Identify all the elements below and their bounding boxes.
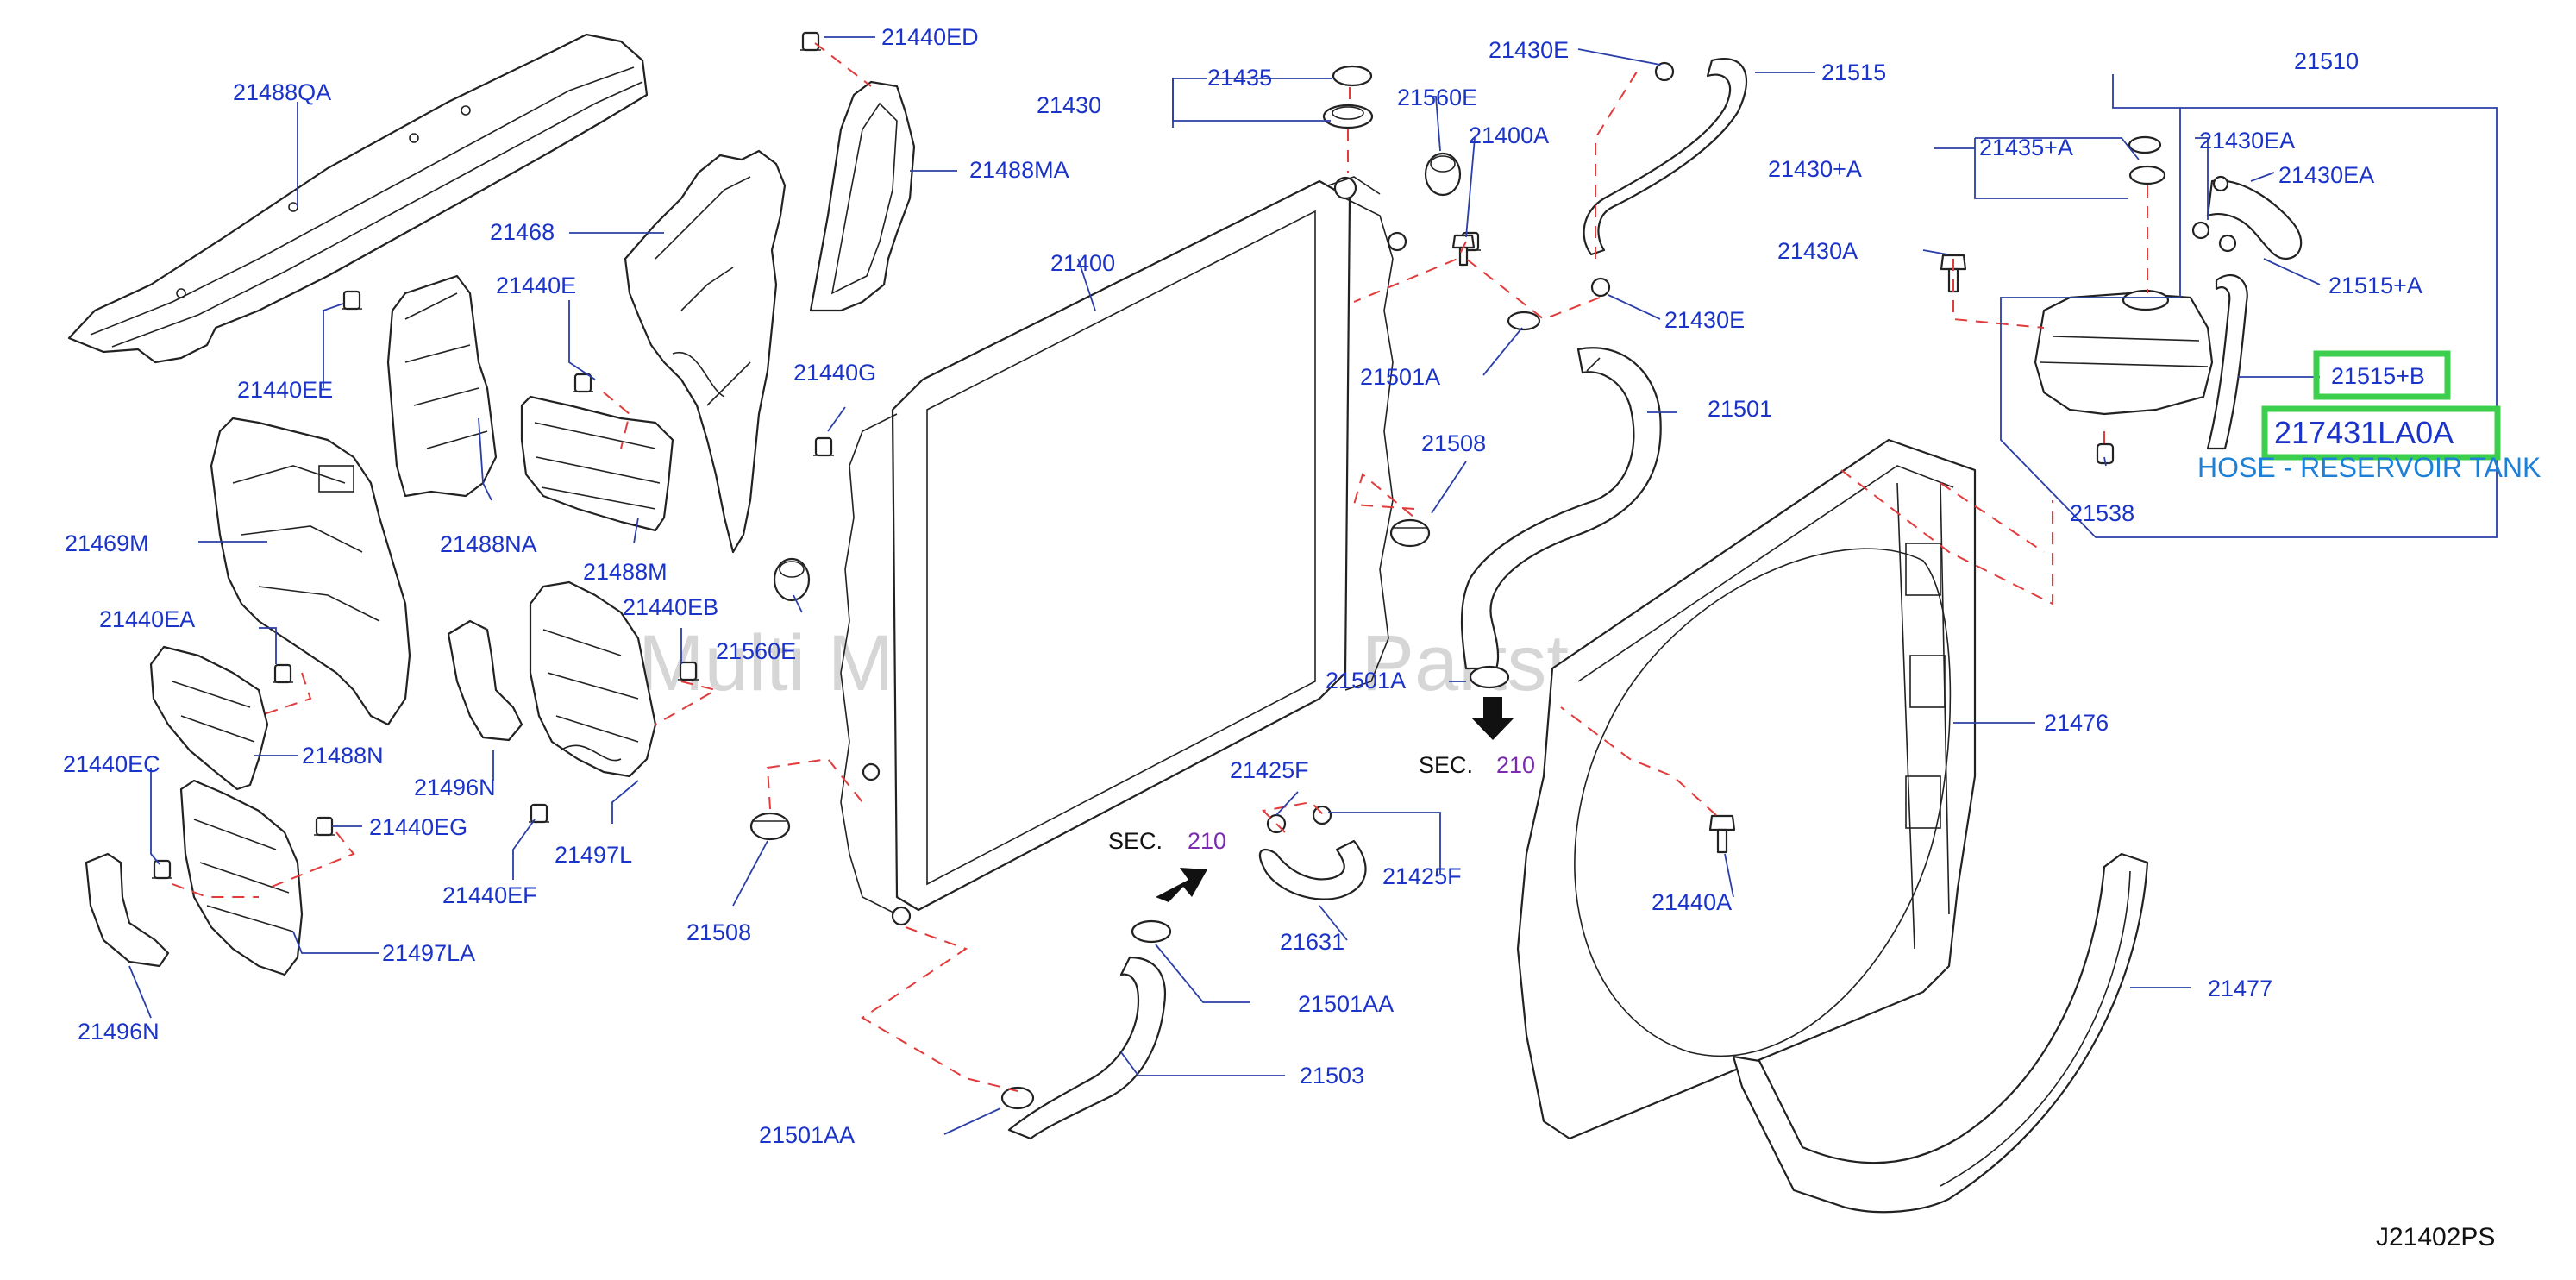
label-21501AA-upper[interactable]: 21501AA [1298, 991, 1394, 1017]
upper-seal-21488QA-drawing [67, 33, 649, 364]
label-21501A-lower[interactable]: 21501A [1326, 668, 1406, 693]
label-21430A[interactable]: 21430A [1777, 238, 1858, 264]
label-21501A-upper[interactable]: 21501A [1360, 364, 1440, 390]
label-21503[interactable]: 21503 [1300, 1063, 1364, 1089]
hose-21503-drawing [1000, 919, 1172, 1140]
label-21440EF[interactable]: 21440EF [442, 882, 537, 908]
hose-21515-drawing [1583, 58, 1748, 298]
assembly-lines [172, 42, 2148, 1092]
seal-21488MA-drawing [809, 80, 916, 312]
reservoir-tank-drawing [2034, 135, 2303, 465]
label-21496N-lower[interactable]: 21496N [78, 1019, 160, 1045]
section-label: SEC. [1108, 828, 1163, 854]
label-21430A-plus[interactable]: 21430+A [1768, 156, 1862, 182]
highlight-box-21515B [2313, 350, 2451, 400]
label-21425F-upper[interactable]: 21425F [1230, 757, 1309, 783]
part-labels: 21488QA 21440ED 21488MA 21468 21440E 214… [63, 24, 2425, 1148]
seal-21488M-drawing [520, 395, 674, 532]
seal-21496N-lower-drawing [85, 852, 170, 968]
label-21488M[interactable]: 21488M [583, 559, 668, 585]
radiator-21400-drawing [840, 176, 1407, 926]
section-number: 210 [1496, 752, 1535, 778]
label-21469M[interactable]: 21469M [65, 530, 149, 556]
label-21435A[interactable]: 21435+A [1979, 135, 2073, 160]
label-21440EB[interactable]: 21440EB [623, 594, 718, 620]
highlighted-part-number[interactable]: 217431LA0A [2274, 415, 2454, 450]
label-21488NA[interactable]: 21488NA [440, 531, 537, 557]
label-21400A[interactable]: 21400A [1469, 122, 1549, 148]
radiator-cap-21430-drawing [1322, 65, 1374, 129]
label-21425F-lower[interactable]: 21425F [1382, 863, 1462, 889]
label-21430[interactable]: 21430 [1037, 92, 1101, 118]
label-21508-left[interactable]: 21508 [686, 919, 751, 945]
highlight-box-217431LA0A [2261, 405, 2501, 461]
arrow-up-icon [1156, 868, 1207, 902]
seal-21497LA-drawing [179, 779, 304, 976]
label-21496N-upper[interactable]: 21496N [414, 775, 496, 800]
label-21488N[interactable]: 21488N [302, 743, 384, 769]
highlighted-part-description: HOSE - RESERVOIR TANK [2197, 452, 2541, 483]
label-21435[interactable]: 21435 [1207, 65, 1272, 91]
arrow-down-icon [1471, 697, 1514, 740]
label-21440A[interactable]: 21440A [1652, 889, 1732, 915]
section-ref-lower[interactable]: SEC. 210 [1108, 828, 1226, 902]
label-21515[interactable]: 21515 [1821, 60, 1886, 85]
leader-lines [128, 36, 2498, 1135]
label-21515A[interactable]: 21515+A [2328, 273, 2422, 298]
label-21488MA[interactable]: 21488MA [969, 157, 1069, 183]
label-21400[interactable]: 21400 [1050, 250, 1115, 276]
label-21488QA[interactable]: 21488QA [233, 79, 331, 105]
label-21497L[interactable]: 21497L [555, 842, 632, 868]
label-21508-right[interactable]: 21508 [1421, 430, 1486, 456]
label-21538[interactable]: 21538 [2070, 500, 2134, 526]
label-21477[interactable]: 21477 [2208, 976, 2272, 1001]
label-21440EE[interactable]: 21440EE [237, 377, 333, 403]
label-21631[interactable]: 21631 [1280, 929, 1344, 955]
seal-21468-drawing [624, 149, 787, 554]
section-number: 210 [1188, 828, 1226, 854]
label-21560E-lower[interactable]: 21560E [716, 638, 796, 664]
label-21430EA-lower[interactable]: 21430EA [2278, 162, 2374, 188]
label-21440EC[interactable]: 21440EC [63, 751, 160, 777]
seal-21496N-upper-drawing [447, 619, 523, 742]
label-21430E-upper[interactable]: 21430E [1489, 37, 1569, 63]
label-21560E-upper[interactable]: 21560E [1397, 85, 1477, 110]
label-21440EA[interactable]: 21440EA [99, 606, 195, 632]
seal-21497L-drawing [529, 580, 657, 778]
label-21515B[interactable]: 21515+B [2331, 363, 2425, 389]
label-21440G[interactable]: 21440G [793, 360, 876, 386]
seal-21469M-drawing [210, 417, 411, 726]
mount-21508-drawing [749, 518, 1431, 841]
seal-21488N-drawing [149, 645, 269, 791]
mount-21560E-drawing [773, 152, 1462, 602]
fan-shroud-21477-drawing [1732, 852, 2149, 1214]
hose-21631-drawing [1258, 805, 1367, 900]
label-21440E[interactable]: 21440E [496, 273, 576, 298]
label-21501AA-lower[interactable]: 21501AA [759, 1122, 855, 1148]
fan-shroud-21476-drawing [1516, 438, 1977, 1140]
section-ref-upper[interactable]: SEC. 210 [1419, 697, 1535, 778]
label-21430EA-upper[interactable]: 21430EA [2199, 128, 2295, 154]
clips-drawing [152, 31, 1481, 880]
seal-21488NA-drawing [386, 274, 498, 498]
hose-21501-drawing [1460, 311, 1662, 689]
label-21510[interactable]: 21510 [2294, 48, 2359, 74]
label-21468[interactable]: 21468 [490, 219, 555, 245]
section-label: SEC. [1419, 752, 1473, 778]
label-21440EG[interactable]: 21440EG [369, 814, 467, 840]
label-21501[interactable]: 21501 [1708, 396, 1772, 422]
label-21476[interactable]: 21476 [2044, 710, 2109, 736]
label-21430E-lower[interactable]: 21430E [1664, 307, 1745, 333]
label-21497LA[interactable]: 21497LA [382, 940, 475, 966]
label-21440ED[interactable]: 21440ED [881, 24, 979, 50]
diagram-code: J21402PS [2376, 1223, 2495, 1252]
